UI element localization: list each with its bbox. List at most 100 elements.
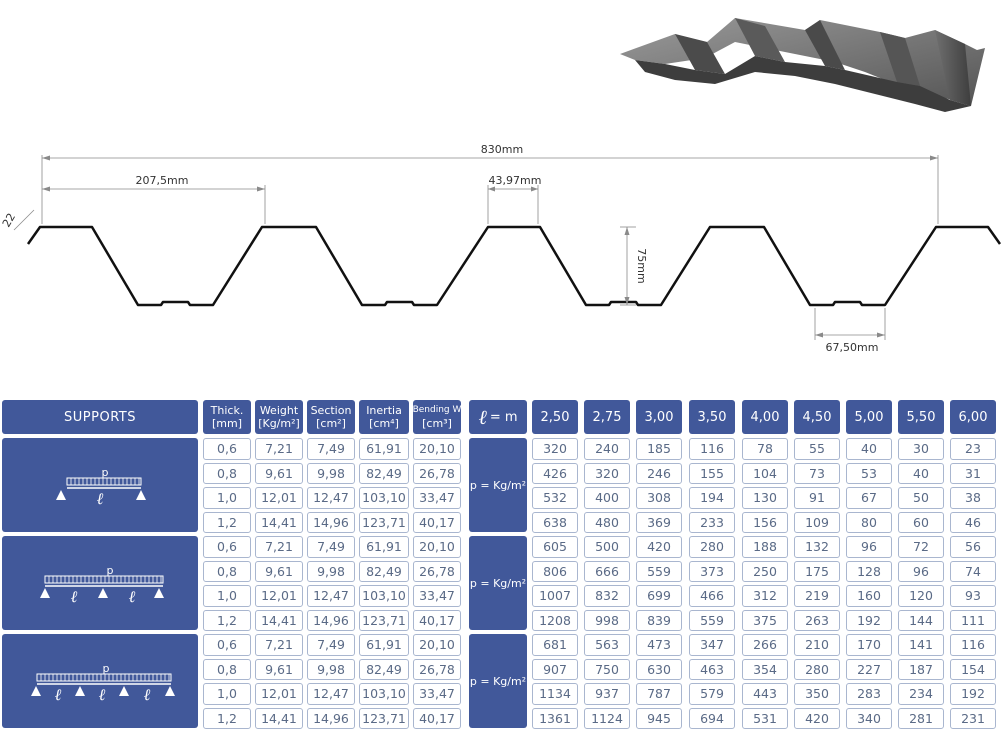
load-value-cell: 23 xyxy=(950,438,996,460)
load-value-cell: 638 xyxy=(532,512,578,534)
load-value-cell: 80 xyxy=(846,512,892,534)
support-triangle-icon xyxy=(56,490,66,500)
support-triangle-icon xyxy=(154,588,164,598)
property-cell: 0,8 xyxy=(203,463,251,485)
property-cell: 9,61 xyxy=(255,659,303,681)
property-cell: 61,91 xyxy=(359,634,409,656)
load-value-cell: 109 xyxy=(794,512,840,534)
dim-pitch: 207,5mm xyxy=(136,174,189,187)
load-value-cell: 312 xyxy=(742,585,788,607)
load-value-cell: 263 xyxy=(794,610,840,632)
property-cell: 14,96 xyxy=(307,708,355,729)
load-value-cell: 420 xyxy=(636,536,682,558)
load-value-cell: 420 xyxy=(794,708,840,729)
property-cell: 12,47 xyxy=(307,585,355,607)
property-cell: 1,2 xyxy=(203,708,251,729)
property-cell: 103,10 xyxy=(359,585,409,607)
load-p-label: p xyxy=(107,564,114,577)
property-cell: 14,41 xyxy=(255,512,303,534)
load-value-cell: 1007 xyxy=(532,585,578,607)
property-cell: 7,21 xyxy=(255,536,303,558)
span-header-3: 3,50 xyxy=(689,400,735,434)
load-value-cell: 231 xyxy=(950,708,996,729)
property-cell: 103,10 xyxy=(359,683,409,705)
inertia-header: Inertia[cm⁴] xyxy=(359,400,409,434)
supports-header: SUPPORTS xyxy=(2,400,198,434)
load-value-cell: 227 xyxy=(846,659,892,681)
property-cell: 9,98 xyxy=(307,463,355,485)
load-value-cell: 111 xyxy=(950,610,996,632)
load-value-cell: 91 xyxy=(794,487,840,509)
load-value-cell: 234 xyxy=(898,683,944,705)
load-value-cell: 96 xyxy=(898,561,944,583)
load-value-cell: 56 xyxy=(950,536,996,558)
property-cell: 1,0 xyxy=(203,585,251,607)
property-cell: 9,61 xyxy=(255,561,303,583)
load-value-cell: 144 xyxy=(898,610,944,632)
load-unit-label-1: p = Kg/m² xyxy=(469,536,527,630)
support-triangle-icon xyxy=(165,686,175,696)
span-header-2: 3,00 xyxy=(636,400,682,434)
span-header: ℓ = m xyxy=(469,400,527,434)
load-value-cell: 73 xyxy=(794,463,840,485)
load-value-cell: 30 xyxy=(898,438,944,460)
load-value-cell: 806 xyxy=(532,561,578,583)
load-value-cell: 666 xyxy=(584,561,630,583)
support-triangle-icon xyxy=(31,686,41,696)
property-cell: 40,17 xyxy=(413,708,461,729)
load-value-cell: 93 xyxy=(950,585,996,607)
span-header-0: 2,50 xyxy=(532,400,578,434)
load-value-cell: 55 xyxy=(794,438,840,460)
support-triangle-icon xyxy=(98,588,108,598)
load-p-label: p xyxy=(103,662,110,675)
property-cell: 40,17 xyxy=(413,610,461,632)
span-header-7: 5,50 xyxy=(898,400,944,434)
load-value-cell: 1124 xyxy=(584,708,630,729)
property-cell: 7,49 xyxy=(307,536,355,558)
property-cell: 0,8 xyxy=(203,659,251,681)
property-cell: 12,01 xyxy=(255,487,303,509)
load-value-cell: 375 xyxy=(742,610,788,632)
load-value-cell: 46 xyxy=(950,512,996,534)
load-value-cell: 280 xyxy=(689,536,735,558)
load-value-cell: 38 xyxy=(950,487,996,509)
load-value-cell: 347 xyxy=(689,634,735,656)
load-value-cell: 240 xyxy=(584,438,630,460)
property-cell: 1,0 xyxy=(203,487,251,509)
property-cell: 40,17 xyxy=(413,512,461,534)
load-value-cell: 1208 xyxy=(532,610,578,632)
load-value-cell: 128 xyxy=(846,561,892,583)
load-value-cell: 194 xyxy=(689,487,735,509)
load-value-cell: 426 xyxy=(532,463,578,485)
property-cell: 9,61 xyxy=(255,463,303,485)
load-value-cell: 246 xyxy=(636,463,682,485)
load-value-cell: 185 xyxy=(636,438,682,460)
load-value-cell: 50 xyxy=(898,487,944,509)
property-cell: 7,21 xyxy=(255,634,303,656)
load-value-cell: 400 xyxy=(584,487,630,509)
section-header: Section[cm²] xyxy=(307,400,355,434)
load-value-cell: 563 xyxy=(584,634,630,656)
property-cell: 7,49 xyxy=(307,634,355,656)
load-value-cell: 233 xyxy=(689,512,735,534)
load-value-cell: 373 xyxy=(689,561,735,583)
load-value-cell: 192 xyxy=(950,683,996,705)
load-value-cell: 53 xyxy=(846,463,892,485)
load-value-cell: 605 xyxy=(532,536,578,558)
load-value-cell: 40 xyxy=(846,438,892,460)
property-cell: 1,0 xyxy=(203,683,251,705)
span-length-label: ℓ xyxy=(55,685,62,704)
property-cell: 12,47 xyxy=(307,683,355,705)
load-value-cell: 699 xyxy=(636,585,682,607)
profile-technical-drawing: 830mm 207,5mm 43,97mm 75mm 67,50mm 22 xyxy=(0,0,1002,380)
load-value-cell: 283 xyxy=(846,683,892,705)
property-cell: 82,49 xyxy=(359,659,409,681)
load-value-cell: 694 xyxy=(689,708,735,729)
load-value-cell: 443 xyxy=(742,683,788,705)
property-cell: 123,71 xyxy=(359,512,409,534)
property-cell: 26,78 xyxy=(413,659,461,681)
property-cell: 20,10 xyxy=(413,536,461,558)
property-cell: 33,47 xyxy=(413,487,461,509)
